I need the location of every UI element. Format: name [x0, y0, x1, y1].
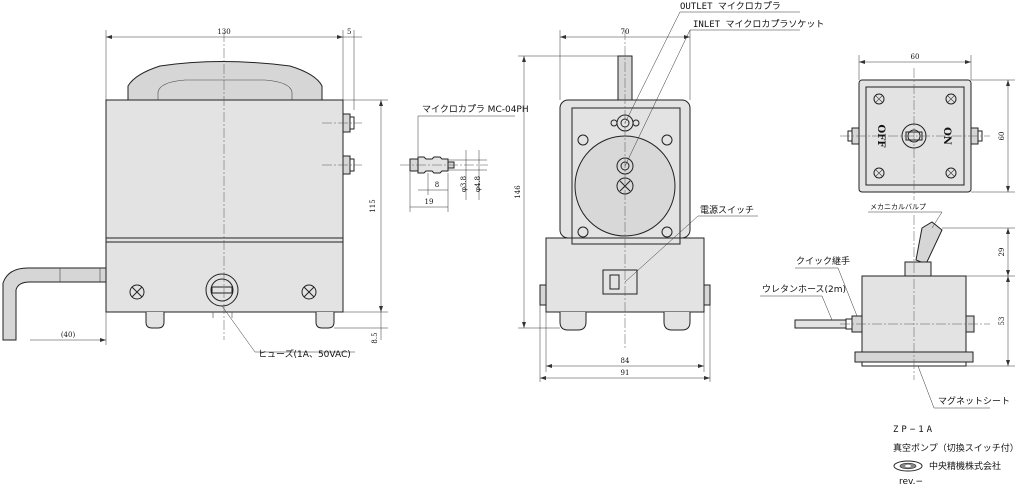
dim-front-bottom: 8.5 — [371, 332, 379, 343]
power-switch-label: 電源スイッチ — [700, 205, 754, 216]
dim-coupler-dia-a: φ3.8 — [460, 176, 468, 192]
company-name: 中央精機株式会社 — [929, 460, 1001, 472]
front-foot-right — [315, 312, 335, 329]
revision: rev.− — [899, 477, 923, 487]
dim-side-top-width: 70 — [621, 28, 630, 36]
front-handle — [127, 61, 323, 102]
side-screws — [577, 119, 673, 238]
coupler-label: マイクロカプ゚ラ MC-04PH — [422, 103, 529, 115]
quick-joint-label: クイック継手 — [796, 255, 850, 267]
model-number: ZP−1A — [893, 425, 935, 435]
front-foot-left — [145, 312, 165, 329]
dim-coupler-dia-b: φ4.8 — [474, 176, 482, 192]
dim-front-height: 115 — [369, 199, 377, 212]
front-view: 130 5 115 8.5 (40) ヒュース゚(1A、50VAC) — [2, 28, 388, 360]
top-view: OFF ON 60 60 — [840, 53, 1015, 200]
dim-right-lower-h: 53 — [998, 317, 1006, 326]
dim-top-width: 60 — [911, 53, 920, 61]
dim-side-bottom-outer: 91 — [621, 369, 630, 377]
dim-right-upper-h: 29 — [998, 248, 1006, 257]
dim-front-right-offset: 5 — [347, 28, 351, 36]
front-power-cord — [2, 267, 107, 341]
front-screw-left — [129, 284, 145, 300]
dim-coupler-8: 8 — [435, 181, 439, 189]
front-lower-body — [105, 237, 344, 313]
switch-on-label: ON — [941, 127, 952, 145]
dim-side-height: 146 — [514, 185, 522, 199]
dim-front-width: 130 — [217, 28, 230, 36]
title-block: ZP−1A 真空ポンプ（切換スイッチ付） 中央精機株式会社 rev.− — [893, 425, 1019, 487]
urethane-hose — [794, 319, 847, 329]
urethane-hose-label: ウレタンホース(2m) — [762, 284, 846, 295]
front-screw-right — [301, 284, 317, 300]
inlet-label: INLET マイクロカプ゚ラソケット — [693, 18, 824, 30]
front-side-couplers — [322, 113, 362, 175]
dim-side-bottom-inner: 84 — [621, 357, 630, 365]
side-view: OUTLET マイクロカプ゚ラ INLET マイクロカプ゚ラソケット 電源スイッ… — [514, 0, 824, 382]
magnet-sheet-label: マグネットシート — [938, 395, 1010, 407]
dim-front-left-offset: (40) — [61, 331, 76, 339]
side-power-switch — [602, 269, 638, 295]
dim-top-depth: 60 — [998, 132, 1006, 141]
front-upper-body — [105, 99, 344, 239]
top-screws — [873, 93, 957, 179]
mechanical-valve-lever — [915, 221, 943, 265]
product-name: 真空ポンプ（切換スイッチ付） — [893, 442, 1019, 454]
coupler-detail: マイクロカプ゚ラ MC-04PH 8 19 φ3.8 φ4.8 — [400, 103, 529, 212]
company-logo-icon — [893, 460, 923, 472]
dim-coupler-19: 19 — [425, 198, 434, 206]
fuse-label: ヒュース゚(1A、50VAC) — [258, 348, 351, 360]
mechanical-valve-label: メカニカルバルプ — [870, 203, 926, 211]
right-side-view: メカニカルバルプ クイック継手 ウレタンホース(2m) マグネットシート 2… — [760, 203, 1015, 409]
outlet-label: OUTLET マイクロカプ゚ラ — [680, 0, 781, 12]
